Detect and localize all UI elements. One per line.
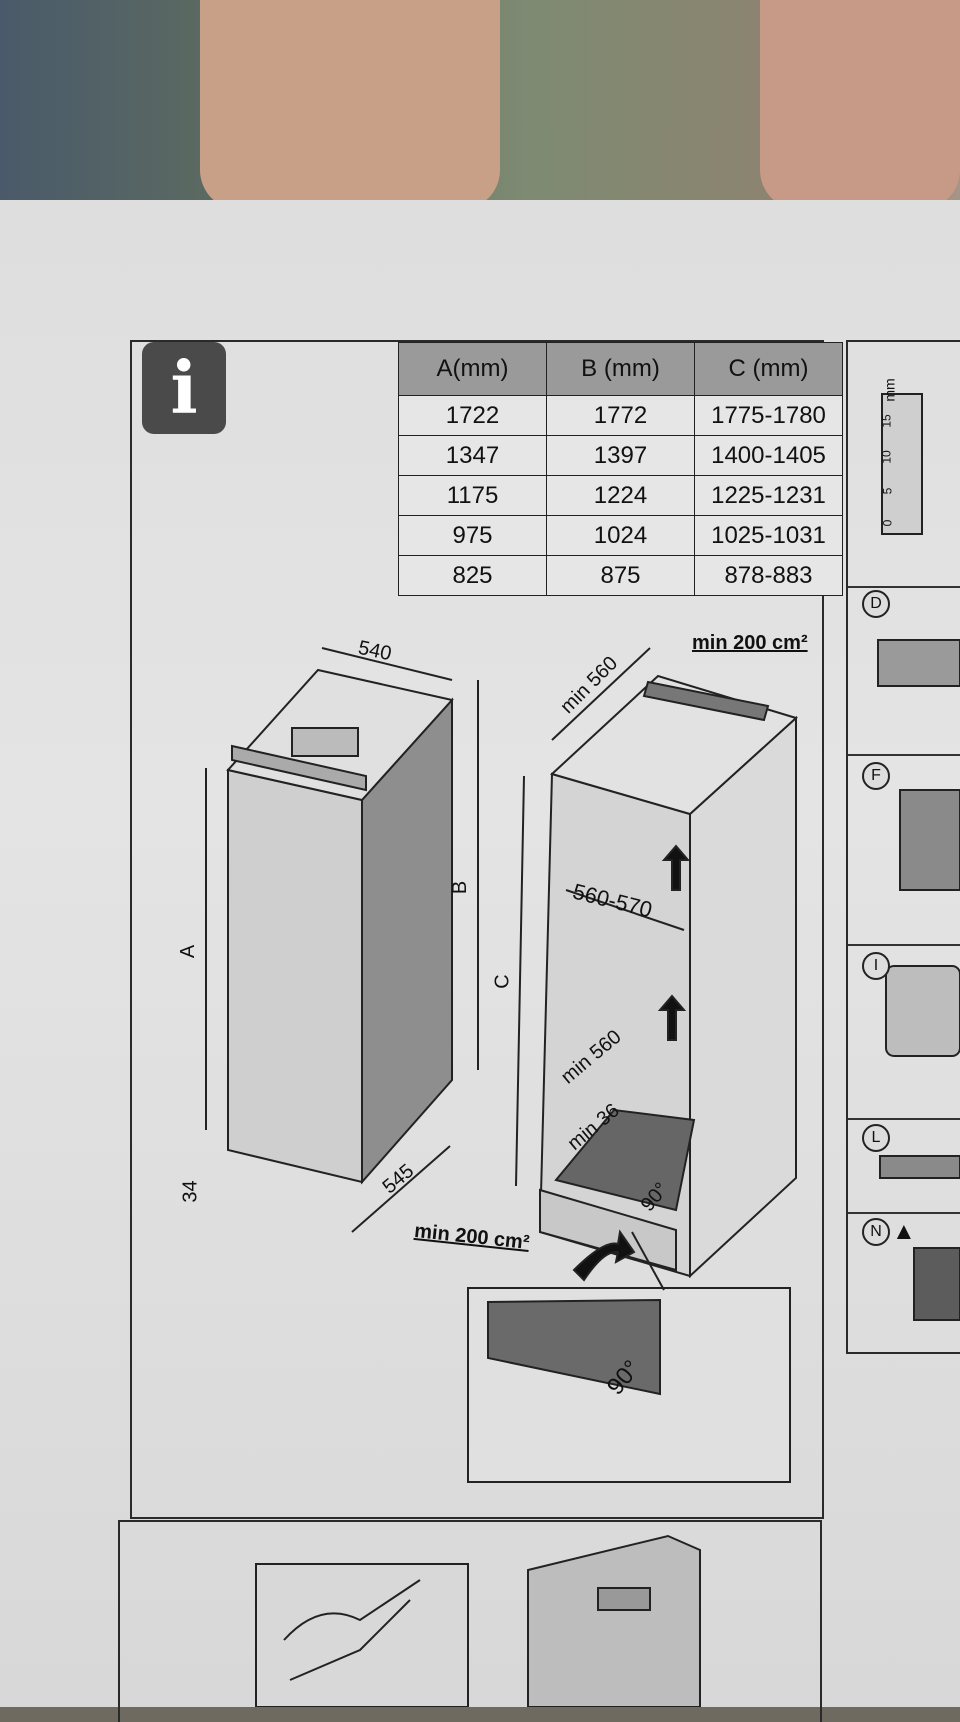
niche-side [689, 715, 797, 1279]
table-row: 975 1024 1025-1031 [398, 515, 843, 556]
bottom-panel [118, 1520, 822, 1722]
foot-34-label: 34 [179, 1180, 202, 1203]
hand-sketch [283, 1579, 421, 1681]
detail-shelf [487, 1298, 661, 1396]
marker-l-icon: L [862, 1124, 890, 1152]
ruler-tick: 0 [880, 519, 895, 527]
side-divider [848, 944, 960, 946]
side-divider [848, 754, 960, 756]
niche-floor [554, 1108, 696, 1212]
marker-n-icon: N [862, 1218, 890, 1246]
column-header: B (mm) [546, 342, 695, 396]
dimension-table: A(mm) B (mm) C (mm) 1722 1772 1775-1780 … [398, 342, 843, 596]
table-cell: 825 [398, 555, 547, 596]
leg-right [760, 0, 960, 210]
info-icon: i [142, 342, 226, 434]
table-cell: 1025-1031 [694, 515, 843, 556]
table-cell: 1397 [546, 435, 695, 476]
table-cell: 1225-1231 [694, 475, 843, 516]
side-part-d [877, 639, 960, 687]
hand-sketch-frame [255, 1563, 469, 1707]
table-cell: 878-883 [694, 555, 843, 596]
bottom-appliance [527, 1534, 701, 1707]
side-part-l [879, 1155, 960, 1179]
side-panel [846, 340, 960, 1354]
table-cell: 1400-1405 [694, 435, 843, 476]
ruler-tick: 10 [879, 450, 894, 464]
ruler-tick: 15 [879, 414, 894, 428]
table-row: 1722 1772 1775-1780 [398, 395, 843, 436]
marker-f-icon: F [862, 762, 890, 790]
top-trim [231, 744, 367, 792]
dim-line-560-top [551, 647, 651, 741]
letter-c-label: C [491, 974, 514, 989]
marker-d-icon: D [862, 590, 890, 618]
table-cell: 1772 [546, 395, 695, 436]
side-divider [848, 1118, 960, 1120]
side-part-i [885, 965, 960, 1057]
dim-line-540 [321, 647, 453, 681]
side-divider [848, 1212, 960, 1214]
table-row: 1347 1397 1400-1405 [398, 435, 843, 476]
side-divider [848, 586, 960, 588]
side-part-n [913, 1247, 960, 1321]
main-panel [130, 340, 824, 1519]
ruler-unit-label: mm [881, 378, 898, 402]
air-arrow-in [572, 1229, 636, 1282]
air-arrow-up-2 [657, 994, 687, 1041]
appliance-front [227, 768, 363, 1184]
ruler [881, 393, 923, 535]
dim-line-545 [351, 1145, 451, 1233]
dim-line-c [515, 775, 525, 1187]
ruler-tick: 5 [880, 487, 895, 495]
air-arrow-up-1 [661, 844, 691, 891]
bottom-vent-grid [597, 1587, 651, 1611]
marker-i-icon: I [862, 952, 890, 980]
column-header: C (mm) [694, 342, 843, 396]
background-scene [0, 0, 960, 210]
min-200-top-label: min 200 cm² [692, 632, 808, 654]
table-row: 1175 1224 1225-1231 [398, 475, 843, 516]
table-cell: 875 [546, 555, 695, 596]
vent-grid [291, 727, 359, 757]
column-header: A(mm) [398, 342, 547, 396]
letter-b-label: B [449, 880, 472, 895]
detail-pointer [631, 1231, 665, 1291]
table-cell: 1024 [546, 515, 695, 556]
leg-left [200, 0, 500, 210]
table-cell: 1347 [398, 435, 547, 476]
warning-triangle-icon: ▲ [892, 1218, 916, 1245]
table-row: 825 875 878-883 [398, 555, 843, 596]
niche-top-vent [642, 680, 770, 722]
table-header-row: A(mm) B (mm) C (mm) [398, 342, 843, 396]
table-cell: 975 [398, 515, 547, 556]
dim-line-560-570 [565, 889, 685, 931]
side-part-f [899, 789, 960, 891]
letter-a-label: A [177, 944, 200, 959]
table-cell: 1224 [546, 475, 695, 516]
table-cell: 1175 [398, 475, 547, 516]
